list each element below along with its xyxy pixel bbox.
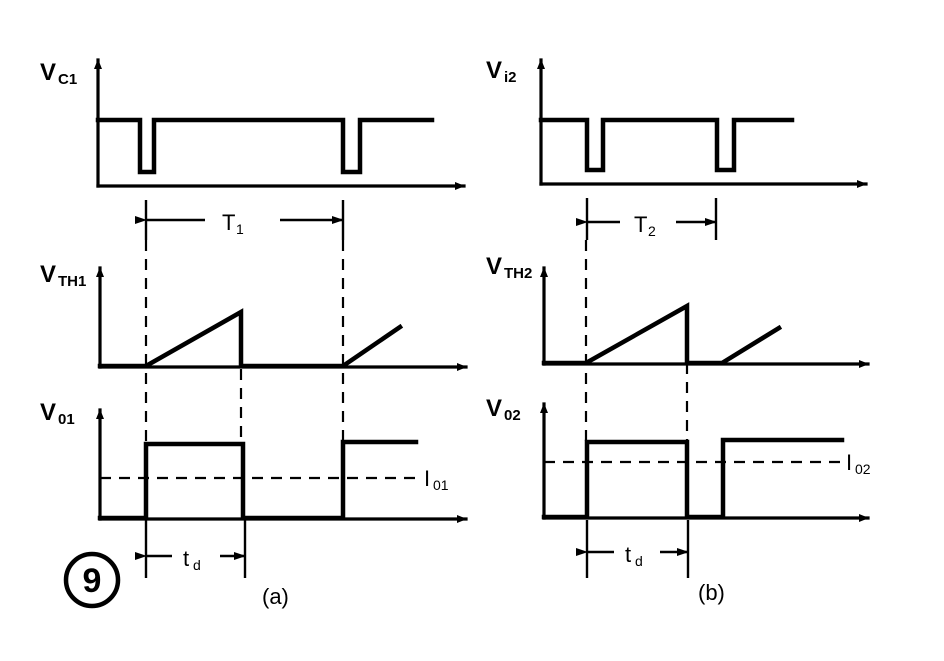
panel-b-guides — [584, 240, 689, 442]
panel-b-period-label-sub: 2 — [648, 223, 656, 239]
figure-number-text: 9 — [83, 562, 102, 600]
panel-a-top-waveform: V C1 — [40, 58, 466, 190]
panel-b-delay-label-sub: d — [635, 553, 643, 569]
panel-b-top-pulse-train — [538, 117, 795, 173]
panel-b-top-label: V — [486, 57, 502, 84]
panel-b-delay-label: t — [625, 542, 631, 567]
panel-b-middle-label-sub: TH2 — [504, 265, 532, 282]
panel-b-middle-waveform: V TH2 — [486, 253, 870, 368]
panel-a-top-label: V — [40, 59, 56, 86]
panel-b-bottom-waveform: V 02 I 02 — [486, 395, 871, 522]
panel-a-caption: (a) — [262, 584, 289, 609]
panel-b-threshold-label: I — [846, 450, 852, 475]
panel-b-delay-dimension: t d — [576, 520, 690, 578]
panel-a-bottom-label-sub: 01 — [58, 411, 75, 428]
panel-b-threshold-label-sub: 02 — [855, 461, 871, 477]
figure-number: 9 — [63, 551, 121, 609]
panel-b-middle-ramp — [541, 302, 783, 366]
panel-a-bottom-label: V — [40, 399, 56, 426]
panel-b-caption: (b) — [698, 580, 725, 605]
panel-a-period-label-sub: 1 — [236, 221, 244, 237]
panel-a-threshold-label-sub: 01 — [433, 477, 449, 493]
panel-b-period-dimension: T 2 — [576, 198, 718, 240]
panel-b-bottom-label: V — [486, 395, 502, 422]
panel-a-delay-label: t — [183, 546, 189, 571]
panel-b-bottom-output — [541, 437, 845, 520]
panel-a-middle-label: V — [40, 261, 56, 288]
panel-a-bottom-output — [97, 439, 419, 521]
panel-a-middle-label-sub: TH1 — [58, 273, 86, 290]
panel-a-period-dimension: T 1 — [135, 200, 345, 240]
panel-b-top-waveform: V i2 — [486, 57, 868, 188]
panel-a-top-pulse-train — [95, 117, 435, 175]
panel-a-period-label: T — [222, 210, 235, 235]
panel-a-threshold-label: I — [424, 466, 430, 491]
panel-a: V C1 T 1 V TH1 V 01 I — [40, 58, 468, 609]
panel-b-middle-label: V — [486, 253, 502, 280]
panel-b-period-label: T — [634, 212, 647, 237]
panel-a-top-label-sub: C1 — [58, 71, 77, 88]
panel-b-bottom-label-sub: 02 — [504, 407, 521, 424]
figure-number-circle — [63, 551, 121, 609]
panel-a-delay-label-sub: d — [193, 557, 201, 573]
panel-a-delay-dimension: t d — [135, 520, 247, 578]
panel-b-top-label-sub: i2 — [504, 69, 517, 86]
panel-a-guides — [144, 240, 345, 444]
panel-b: V i2 T 2 V TH2 V 02 I — [486, 57, 871, 605]
panel-a-bottom-waveform: V 01 I 01 — [40, 399, 468, 523]
panel-a-middle-waveform: V TH1 — [40, 261, 468, 371]
